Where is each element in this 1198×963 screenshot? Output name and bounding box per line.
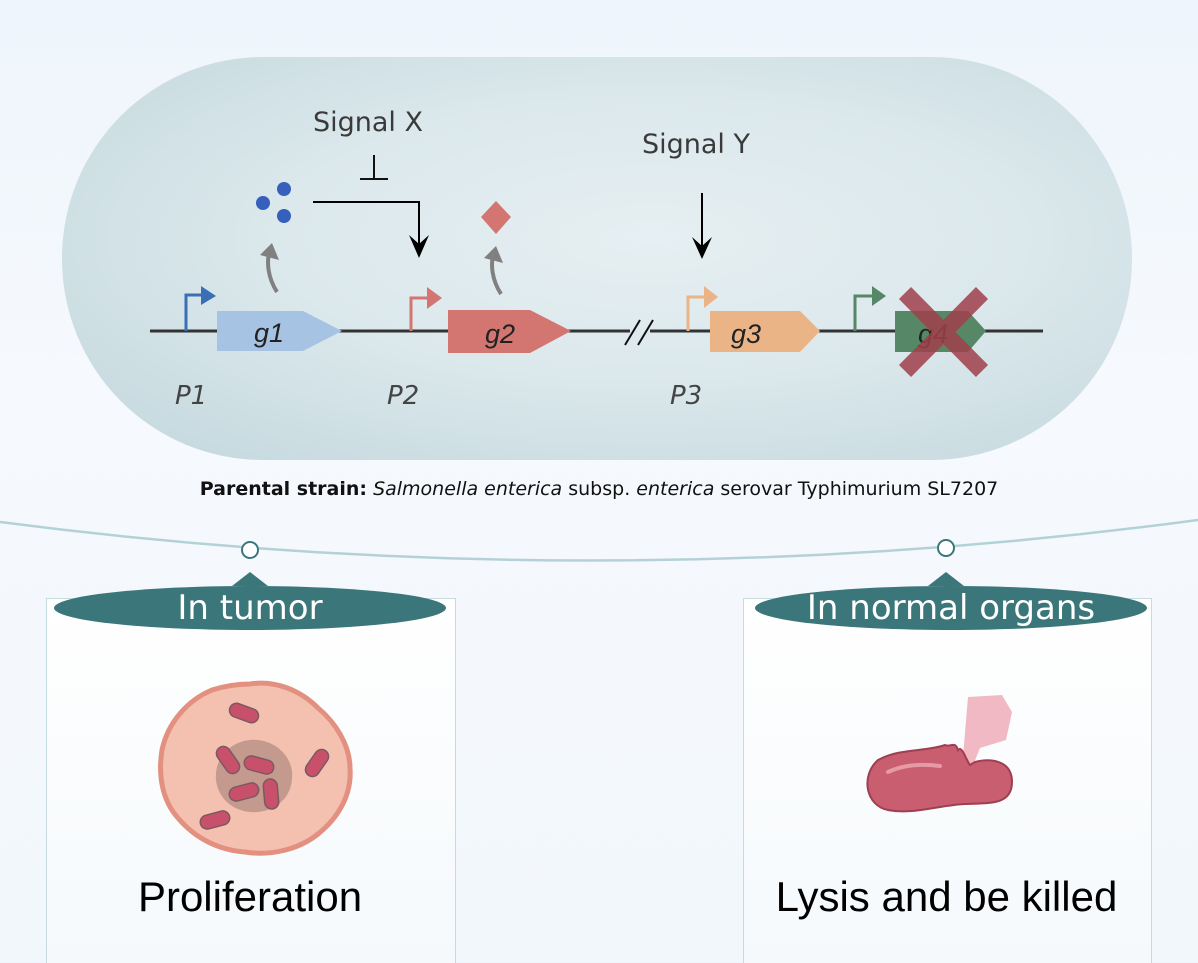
timeline-curve <box>0 518 1198 562</box>
strain-subsp-name: enterica <box>636 478 715 500</box>
promoter-p1-arrow-icon <box>184 286 216 331</box>
timeline-node-normal <box>937 539 955 557</box>
promoter-p2-label: P2 <box>387 381 419 411</box>
panel-normal-organs-caption: Lysis and be killed <box>775 873 1118 920</box>
gene-g1-label: g1 <box>254 318 284 348</box>
gene-g2-block <box>448 310 571 353</box>
parental-strain-caption: Parental strain: Salmonella enterica sub… <box>0 478 1198 500</box>
promoter-p1-label: P1 <box>175 381 207 411</box>
panel-normal-organs-title: In normal organs <box>755 586 1147 630</box>
promoter-p2-arrow-icon <box>409 287 442 331</box>
strain-serovar: serovar Typhimurium SL7207 <box>714 478 999 500</box>
dna-break-icon <box>624 319 654 346</box>
gene-g3-label: g3 <box>731 319 761 349</box>
lysing-bacterium-icon <box>866 695 1014 813</box>
signal-y-arrowhead-icon <box>692 237 712 259</box>
signal-x-inhibition-icon <box>360 155 388 180</box>
strain-species: Salmonella enterica <box>373 478 563 500</box>
signal-x-label: Signal X <box>313 107 423 138</box>
promoter-g4-arrow-icon <box>853 286 886 331</box>
activation-arrowhead-p2-icon <box>409 235 429 258</box>
timeline-node-tumor <box>241 541 259 559</box>
g2-product-molecule-icon <box>481 201 511 234</box>
pill-pointer-tumor <box>232 572 268 586</box>
expression-arrow-g2-icon <box>484 246 503 296</box>
signal-y-label: Signal Y <box>642 129 751 160</box>
knockout-cross-icon <box>898 287 989 377</box>
promoter-p3-arrow-icon <box>686 286 718 331</box>
expression-arrow-g1-icon <box>260 243 279 294</box>
gene-g2-label: g2 <box>485 319 515 349</box>
panel-tumor-title: In tumor <box>54 586 446 630</box>
strain-subsp: subsp. <box>562 478 637 500</box>
activation-arrow-to-p2-icon <box>313 201 420 250</box>
strain-label: Parental strain: <box>199 478 368 500</box>
promoter-p3-label: P3 <box>670 381 702 411</box>
gene-g3-block <box>710 311 820 352</box>
gene-g1-block <box>217 311 342 351</box>
pill-pointer-normal <box>928 572 964 586</box>
g1-product-molecules-icon <box>256 182 291 223</box>
tumor-cell-with-bacteria-icon <box>158 680 353 856</box>
panel-tumor-caption: Proliferation <box>137 873 363 920</box>
bacterium-capsule <box>62 57 1132 460</box>
